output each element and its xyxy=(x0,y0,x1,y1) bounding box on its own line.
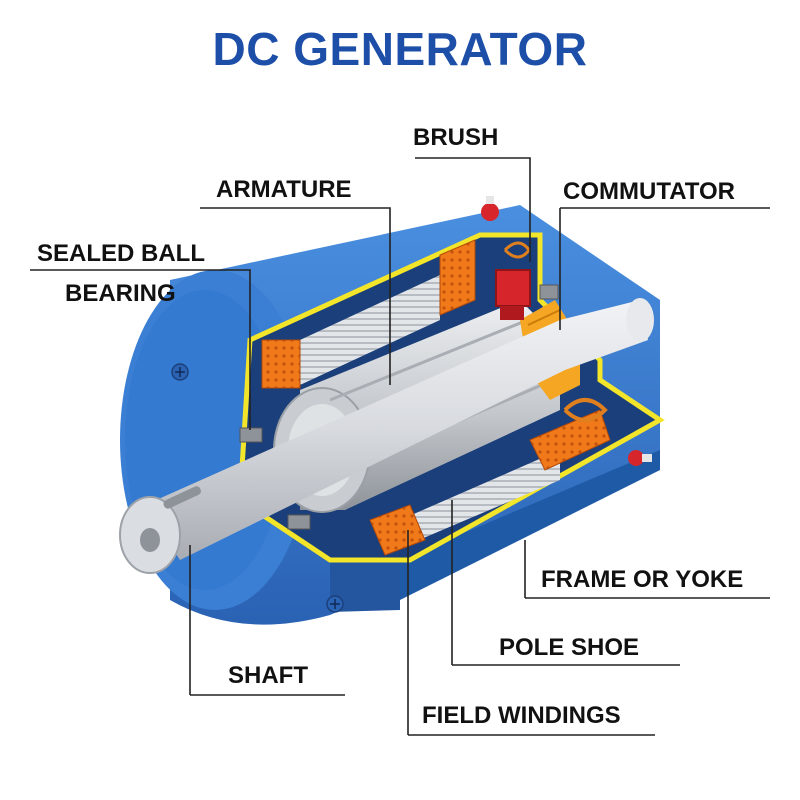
shaft xyxy=(119,298,654,574)
screws xyxy=(171,363,344,613)
label-shaft: SHAFT xyxy=(228,662,308,689)
upper-pole xyxy=(261,239,476,389)
label-field-windings: FIELD WINDINGS xyxy=(422,702,621,729)
label-brush: BRUSH xyxy=(413,124,499,151)
label-sealed-ball: SEALED BALL xyxy=(37,240,205,267)
leader-armature xyxy=(200,207,391,385)
leader-brush xyxy=(415,157,531,262)
lower-pole xyxy=(369,398,611,556)
page-title: DC GENERATOR xyxy=(212,23,588,75)
label-frame-or-yoke: FRAME OR YOKE xyxy=(541,566,744,593)
label-bearing: BEARING xyxy=(65,280,176,307)
label-pole-shoe: POLE SHOE xyxy=(499,634,640,661)
sealed-ball-bearing xyxy=(239,284,559,530)
brush xyxy=(495,241,531,320)
label-commutator: COMMUTATOR xyxy=(563,178,735,205)
leader-sealed-ball xyxy=(30,269,251,430)
label-armature: ARMATURE xyxy=(216,176,352,203)
terminals xyxy=(481,196,652,466)
leader-lines xyxy=(30,157,770,736)
